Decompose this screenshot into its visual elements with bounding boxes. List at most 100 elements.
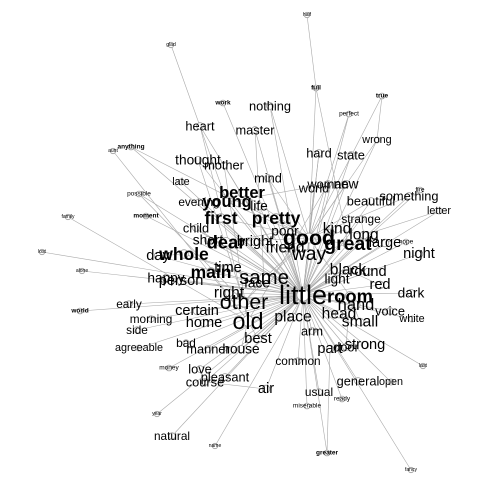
- node-label-right: right: [214, 285, 245, 302]
- edge-great-good: [308, 237, 349, 245]
- node-label-home: home: [186, 315, 223, 331]
- edge-little-world2: [79, 294, 304, 312]
- edge-little-room: [302, 294, 351, 297]
- edge-little-right: [228, 292, 304, 296]
- node-label-world: world: [298, 181, 330, 196]
- node-same: [258, 272, 270, 284]
- node-label-night: night: [403, 246, 435, 262]
- edge-true-wrong: [376, 95, 383, 141]
- node-round: [363, 267, 373, 277]
- edge-hope-little: [302, 241, 407, 296]
- edge-little-agreeable: [138, 294, 304, 349]
- node-moment: [142, 212, 150, 220]
- node-label-heart: heart: [185, 119, 215, 134]
- edge-perfect-good: [308, 113, 350, 239]
- edge-something-little: [302, 195, 410, 296]
- node-face: [252, 278, 261, 287]
- node-half: [303, 11, 311, 19]
- node-label-common: common: [275, 354, 320, 368]
- node-label-year: year: [152, 411, 162, 417]
- node-course: [201, 378, 209, 386]
- node-life: [254, 201, 263, 210]
- node-wrong: [373, 136, 381, 144]
- edge-poor-little: [284, 230, 304, 296]
- node-label-pretty: pretty: [252, 208, 301, 228]
- node-label-true: true: [376, 93, 389, 100]
- node-natural: [168, 432, 176, 440]
- node-early: [125, 300, 133, 308]
- node-label-world2: world: [70, 308, 88, 315]
- node-label-beautiful: beautiful: [347, 194, 395, 209]
- node-label-better: better: [219, 184, 265, 202]
- node-label-wrong: wrong: [361, 134, 391, 146]
- edge-little-miserable: [302, 294, 308, 407]
- edge-state-little: [302, 154, 352, 296]
- node-label-fancy: fancy: [405, 467, 417, 473]
- node-label-hand: hand: [338, 296, 375, 314]
- node-strange: [357, 215, 365, 223]
- node-good: [303, 232, 315, 244]
- edge-thought-little: [197, 159, 304, 296]
- node-certain: [192, 306, 202, 316]
- node-label-short: short: [193, 233, 224, 248]
- edge-first-good: [220, 217, 310, 239]
- node-usual: [315, 388, 323, 396]
- node-label-course: course: [186, 375, 224, 390]
- node-label-early: early: [116, 297, 142, 311]
- node-label-strong: strong: [345, 337, 386, 353]
- node-label-half: half: [303, 12, 312, 18]
- edge-air-course: [204, 381, 267, 390]
- edge-new-good: [308, 183, 347, 239]
- node-nothing: [266, 102, 274, 110]
- node-label-greater: greater: [316, 450, 339, 457]
- edge-little-small: [302, 294, 361, 323]
- node-label-pleasant: pleasant: [201, 370, 250, 385]
- node-late: [177, 178, 185, 186]
- node-place: [288, 312, 298, 322]
- node-label-something: something: [379, 189, 438, 204]
- node-label-new: new: [333, 177, 358, 192]
- node-label-open: open: [379, 376, 403, 388]
- node-label-arm: arm: [301, 324, 323, 339]
- node-door: [342, 343, 350, 351]
- node-old: [242, 315, 254, 327]
- node-master: [251, 126, 259, 134]
- node-label-bright: bright: [237, 234, 274, 250]
- node-layer: [38, 11, 443, 474]
- node-label-hope: hope: [399, 239, 414, 246]
- edge-round-little: [302, 271, 369, 296]
- node-main: [206, 267, 216, 277]
- node-label-lost: lost: [38, 249, 46, 255]
- node-other: [238, 296, 250, 308]
- edge-new-little: [302, 183, 347, 296]
- node-perfect: [345, 110, 353, 118]
- node-world: [310, 184, 318, 192]
- node-side: [133, 326, 141, 334]
- node-label-great: great: [324, 233, 372, 255]
- node-ready: [338, 395, 346, 403]
- node-room: [345, 291, 355, 301]
- edge-little-greater: [302, 294, 328, 454]
- node-label-mother: mother: [204, 158, 245, 173]
- node-label-evening: evening: [178, 195, 219, 209]
- node-possible: [135, 190, 143, 198]
- node-fire: [416, 186, 424, 194]
- node-state: [347, 151, 355, 159]
- node-label-life: life: [250, 199, 268, 214]
- node-dear: [221, 237, 231, 247]
- node-label-best: best: [244, 331, 272, 347]
- node-label-work: work: [214, 100, 231, 107]
- node-fancy: [407, 466, 415, 474]
- edge-great-way: [308, 243, 349, 255]
- node-label-red: red: [369, 277, 390, 293]
- node-label-light: light: [324, 272, 349, 287]
- node-woman: [324, 180, 332, 188]
- node-hope: [402, 238, 410, 246]
- node-hand: [351, 300, 361, 310]
- node-time: [223, 263, 233, 273]
- node-year: [153, 410, 161, 418]
- edge-same-little: [263, 277, 304, 296]
- node-label-friend: friend: [265, 240, 304, 257]
